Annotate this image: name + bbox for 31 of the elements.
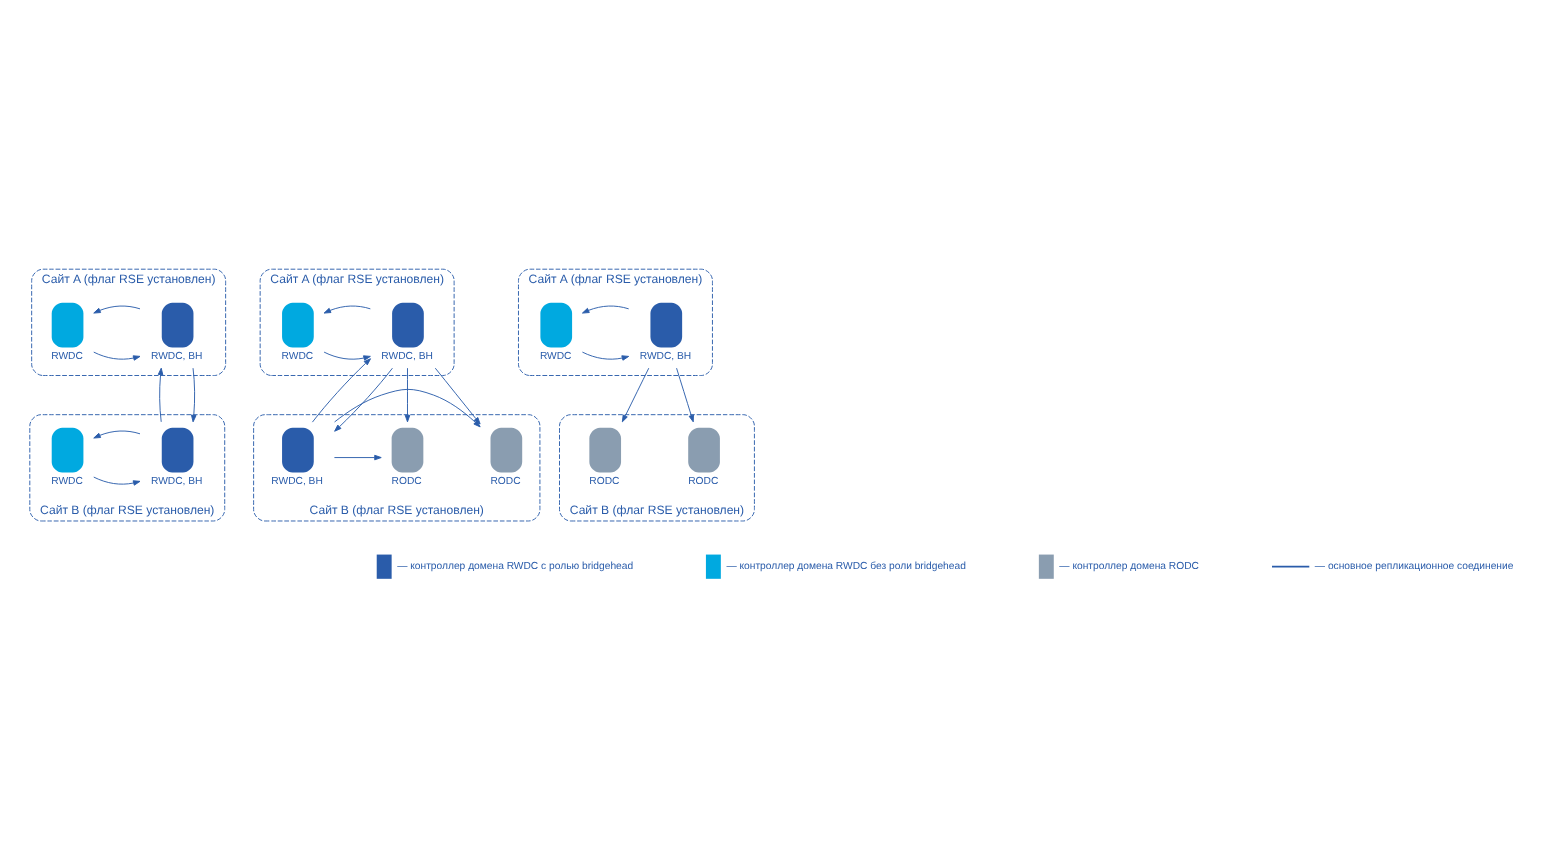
- node-box: [589, 426, 622, 472]
- node-box: [688, 426, 720, 472]
- node-box: [650, 301, 683, 347]
- arrow: [404, 366, 411, 422]
- node-box: [490, 426, 523, 472]
- arrow: [93, 429, 141, 438]
- arrow: [323, 304, 371, 313]
- arrow: [676, 366, 694, 422]
- arrow: [581, 350, 630, 360]
- arrow: [93, 304, 141, 313]
- arrow: [93, 475, 141, 485]
- arrow: [323, 350, 371, 360]
- arrow: [93, 350, 141, 360]
- arrow: [311, 357, 371, 422]
- node-box: [51, 426, 84, 472]
- arrow: [434, 366, 481, 424]
- node-box: [392, 301, 424, 347]
- arrow: [334, 387, 481, 427]
- node-box: [540, 301, 573, 347]
- arrow: [334, 366, 393, 431]
- node-box: [161, 426, 194, 472]
- arrow: [581, 304, 630, 313]
- node-box: [282, 301, 314, 347]
- arrow: [621, 366, 650, 422]
- node-box: [282, 426, 314, 472]
- node-box: [391, 426, 424, 472]
- arrow: [333, 453, 382, 460]
- arrow: [157, 366, 164, 422]
- node-box: [161, 301, 194, 347]
- arrow: [191, 366, 197, 422]
- node-box: [51, 301, 84, 347]
